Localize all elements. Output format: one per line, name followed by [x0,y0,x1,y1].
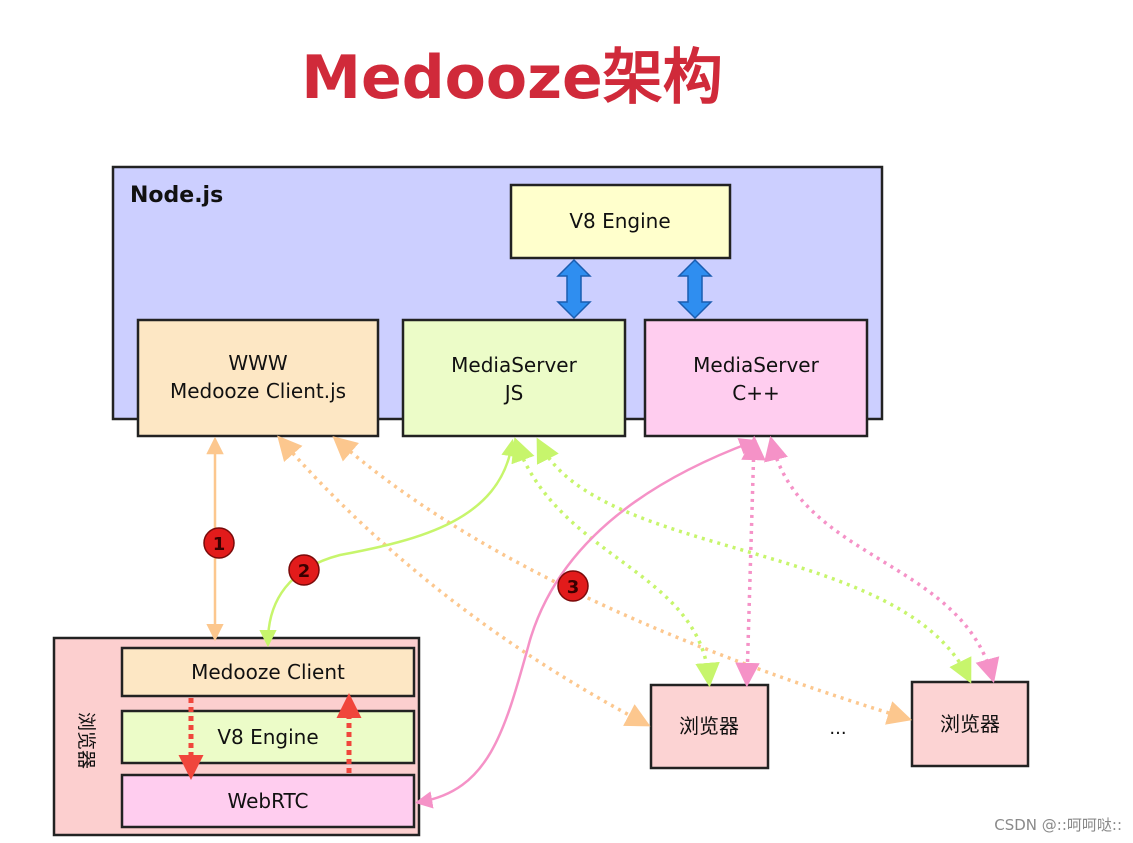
marker-3: 3 [557,570,589,602]
v8-engine-server-label: V8 Engine [569,209,670,233]
peer-ellipsis: ... [829,718,846,739]
v8-mscpp-blue-double-arrow [677,258,713,320]
peer-browser-b-label: 浏览器 [940,712,1000,736]
marker-1-label: 1 [213,534,226,555]
www-client-js-box [136,318,380,438]
mediaserver-js-label-line2: JS [503,381,524,405]
www-to-peer-b-orange-dotted [332,436,913,725]
nodejs-label: Node.js [130,183,223,208]
client-v8-engine-label: V8 Engine [217,725,318,749]
marker-2: 2 [288,554,320,586]
msjs-to-peer-b-green-dotted [536,437,972,684]
diagram-title: Medooze架构 [301,43,722,113]
mscpp-to-webrtc-pink-arrow [414,438,757,809]
mscpp-to-peer-a-pink-dotted [735,435,766,688]
webrtc-box [120,773,416,829]
medooze-client-js-label: Medooze Client.js [170,379,346,403]
v8-engine-server-box [509,183,732,260]
msjs-to-client-green-arrow [259,438,519,648]
peer-browser-a-label: 浏览器 [679,714,739,738]
msjs-to-peer-a-green-dotted [511,437,720,688]
client-browser-label: 浏览器 [75,712,97,769]
www-label: WWW [228,351,288,375]
mediaserver-js-label-line1: MediaServer [451,353,577,377]
webrtc-label: WebRTC [227,789,308,813]
mediaserver-js-box [401,318,627,438]
marker-2-label: 2 [298,561,311,582]
csdn-watermark: CSDN @::呵呵哒:: [994,816,1122,834]
v8-msjs-blue-double-arrow [556,258,592,320]
mediaserver-cpp-box [643,318,869,438]
marker-3-label: 3 [567,577,580,598]
mscpp-to-peer-b-pink-dotted [764,435,1000,684]
mediaserver-cpp-label-line2: C++ [732,381,779,405]
marker-1: 1 [203,527,235,559]
medooze-client-label: Medooze Client [191,660,345,684]
mediaserver-cpp-label-line1: MediaServer [693,353,819,377]
